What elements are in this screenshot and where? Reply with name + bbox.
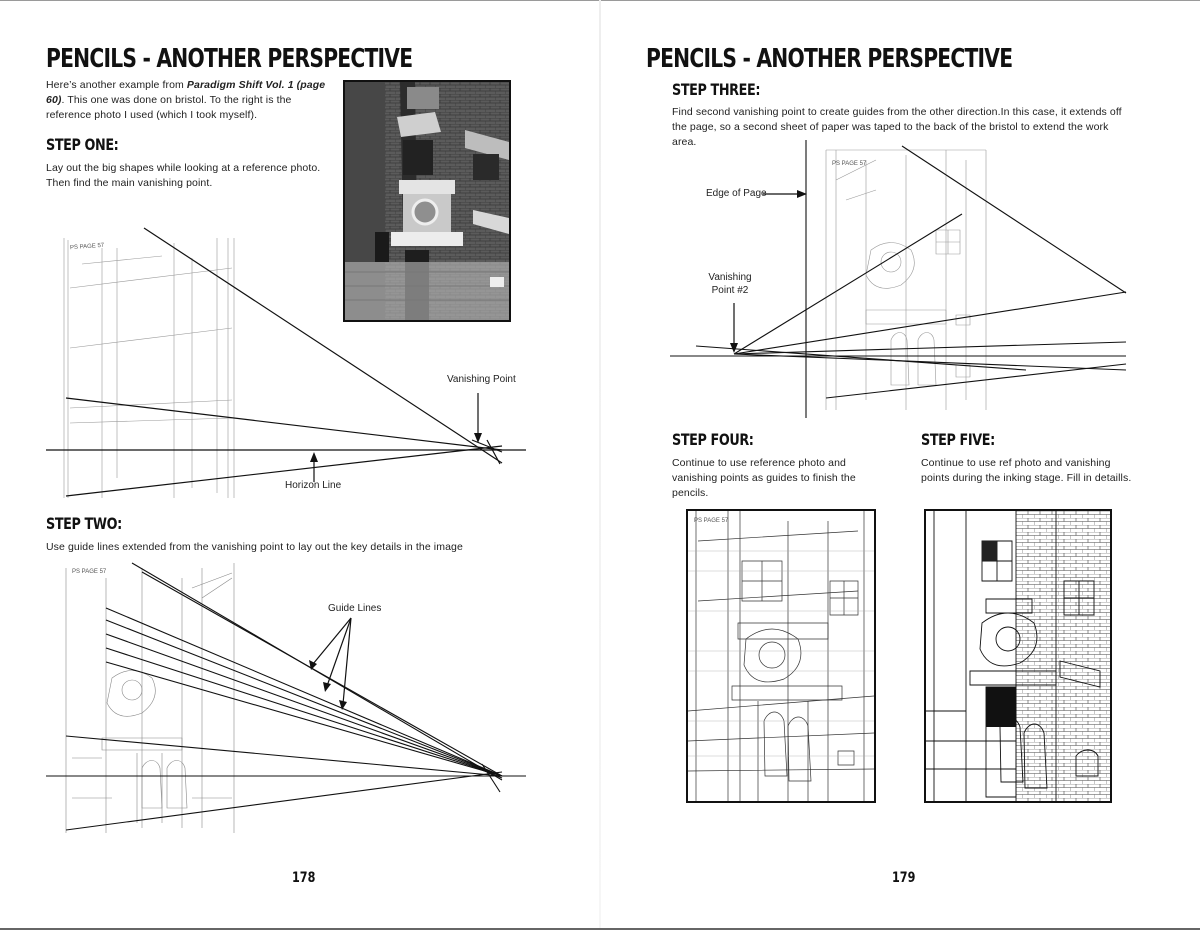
intro-after: . This one was done on bristol. To the r… [46, 94, 292, 121]
right-page-number: 179 [892, 870, 916, 886]
step-two-text: Use guide lines extended from the vanish… [46, 541, 463, 553]
step-five-text: Continue to use ref photo and vanishing … [921, 457, 1132, 484]
horizon-line-arrow [310, 452, 318, 482]
edge-of-page-arrow [763, 190, 807, 198]
step-one-sketch-note: PS PAGE 57 [69, 242, 105, 252]
vanishing-point-arrow [474, 393, 482, 443]
step-four-pencils-panel: PS PAGE 57 [686, 509, 876, 803]
page-gutter [599, 0, 601, 930]
step-four-heading: STEP FOUR: [672, 430, 754, 449]
step-five-inks-panel [924, 509, 1112, 803]
right-page-title: PENCILS - ANOTHER PERSPECTIVE [646, 44, 1013, 74]
step-two-sketch [46, 562, 526, 833]
step-five-heading: STEP FIVE: [921, 430, 995, 449]
step-three-heading: STEP THREE: [672, 80, 761, 99]
step-one-heading: STEP ONE: [46, 135, 119, 154]
step-four-sketch-note: PS PAGE 57 [694, 518, 729, 524]
guide-lines-arrows [309, 617, 352, 710]
intro-book-title: Paradigm Shift Vol. 1 (page 60) [46, 79, 326, 106]
step-four-pencils-drawing [688, 511, 874, 801]
step-four-text: Continue to use reference photo and vani… [672, 457, 856, 499]
left-page: PENCILS - ANOTHER PERSPECTIVE Here’s ano… [46, 44, 526, 886]
reference-photo [343, 80, 511, 322]
right-page: PENCILS - ANOTHER PERSPECTIVE STEP THREE… [600, 0, 1200, 930]
step-two-heading: STEP TWO: [46, 514, 122, 533]
vanishing-point-label: Vanishing Point [447, 374, 516, 385]
guide-lines-label: Guide Lines [328, 603, 382, 614]
vanishing-point-2-label: Vanishing Point #2 [708, 272, 752, 296]
horizon-line-label: Horizon Line [285, 480, 342, 491]
reference-photo-image [345, 82, 509, 320]
step-three-sketch [670, 140, 1127, 418]
step-three-sketch-note: PS PAGE 57 [832, 161, 867, 167]
step-three-text: Find second vanishing point to create gu… [672, 106, 1122, 148]
left-page-title: PENCILS - ANOTHER PERSPECTIVE [46, 44, 413, 74]
intro-text: Here’s another example from Paradigm Shi… [46, 78, 332, 123]
step-five-inks-drawing [926, 511, 1110, 801]
step-one-text: Lay out the big shapes while looking at … [46, 162, 321, 189]
step-one-sketch [46, 227, 526, 498]
bottom-border [0, 928, 1200, 930]
vanishing-point-2-arrow [730, 303, 738, 353]
left-page-number: 178 [292, 870, 316, 886]
edge-of-page-label: Edge of Page [706, 188, 767, 199]
intro-before: Here’s another example from [46, 79, 187, 91]
step-two-sketch-note: PS PAGE 57 [72, 569, 107, 575]
